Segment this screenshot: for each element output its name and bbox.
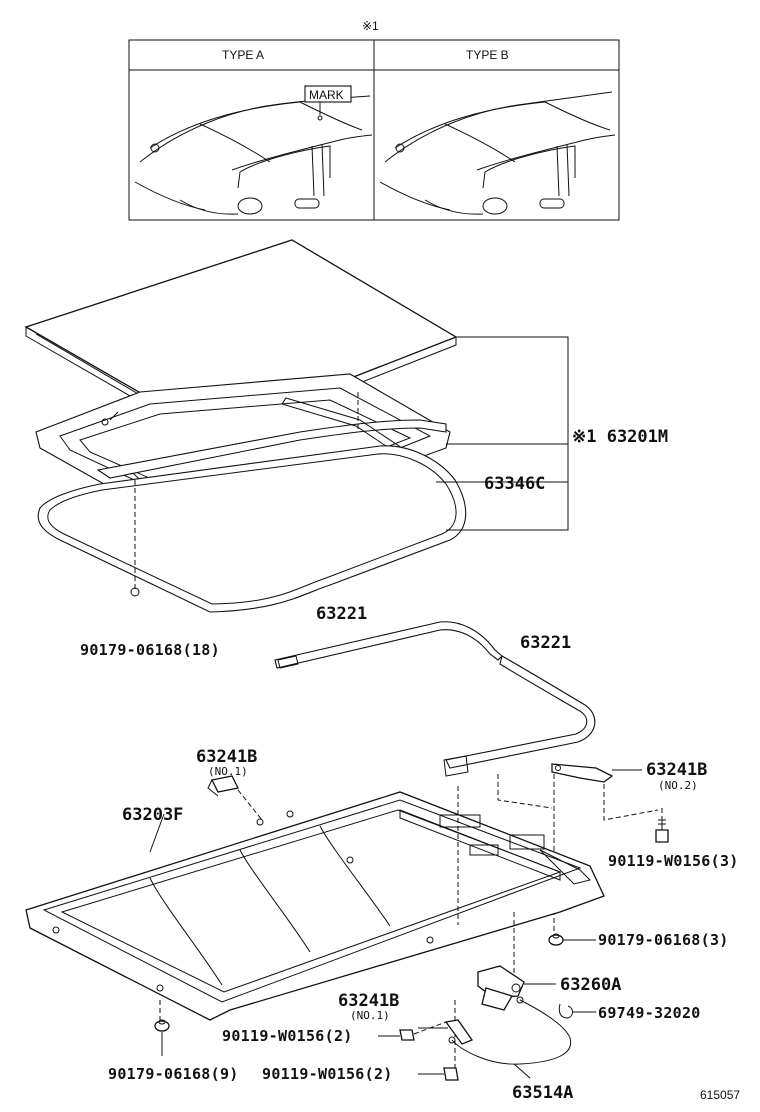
inset-note-mark: ※1: [362, 19, 379, 33]
label-63260a: 63260A: [560, 975, 621, 995]
label-63241b-right: 63241B: [646, 760, 707, 780]
bracket-63241b-right: [551, 763, 614, 783]
label-90179-3: 90179-06168(3): [598, 931, 729, 949]
label-63241b-right-sub: (NO.2): [658, 779, 698, 792]
label-90179-9: 90179-06168(9): [108, 1065, 239, 1083]
type-a-car-illustration: MARK: [134, 85, 373, 215]
clip-90179-bottom-left: [154, 1019, 170, 1032]
lower-seal: [37, 445, 467, 613]
drive-cable-right-63221: [443, 655, 596, 777]
mark-label: MARK: [309, 88, 344, 102]
bracket-63241b-bottom: [444, 1019, 474, 1045]
label-69749: 69749-32020: [598, 1004, 701, 1022]
type-a-header: TYPE A: [222, 48, 264, 62]
clip-90179-right: [548, 933, 564, 946]
harness-63514a: [448, 996, 572, 1065]
label-63221-right: 63221: [520, 633, 571, 653]
bolt-90119-bottom: [443, 1067, 459, 1081]
label-63241b-top-sub: (NO.1): [208, 765, 248, 778]
label-90119-2b: 90119-W0156(2): [262, 1065, 393, 1083]
label-63203f: 63203F: [122, 805, 183, 825]
bracket-63241b-top: [207, 775, 239, 797]
type-b-car-illustration: [379, 91, 616, 215]
drive-cable-left-63221: [274, 621, 503, 669]
label-90119-3: 90119-W0156(3): [608, 852, 739, 870]
label-90179-18: 90179-06168(18): [80, 641, 220, 659]
clamp-69749: [558, 1003, 573, 1019]
label-63346c: 63346C: [484, 474, 545, 494]
label-63514a: 63514A: [512, 1083, 573, 1103]
bolt-90119-right: [655, 816, 669, 843]
label-90119-2a: 90119-W0156(2): [222, 1027, 353, 1045]
motor-63260a: [477, 965, 525, 1011]
label-63241b-bottom: 63241B: [338, 991, 399, 1011]
label-63201m: ※1 63201M: [572, 427, 668, 447]
label-63241b-bottom-sub: (NO.1): [350, 1009, 390, 1022]
bolt-90119-mid: [399, 1029, 415, 1041]
label-63221-left: 63221: [316, 604, 367, 624]
figure-id: 615057: [700, 1088, 740, 1102]
sunroof-frame-63203f: [25, 791, 605, 1021]
label-63241b-top: 63241B: [196, 747, 257, 767]
inset-table: ※1 TYPE A TYPE B MARK: [128, 19, 620, 221]
type-b-header: TYPE B: [466, 48, 509, 62]
